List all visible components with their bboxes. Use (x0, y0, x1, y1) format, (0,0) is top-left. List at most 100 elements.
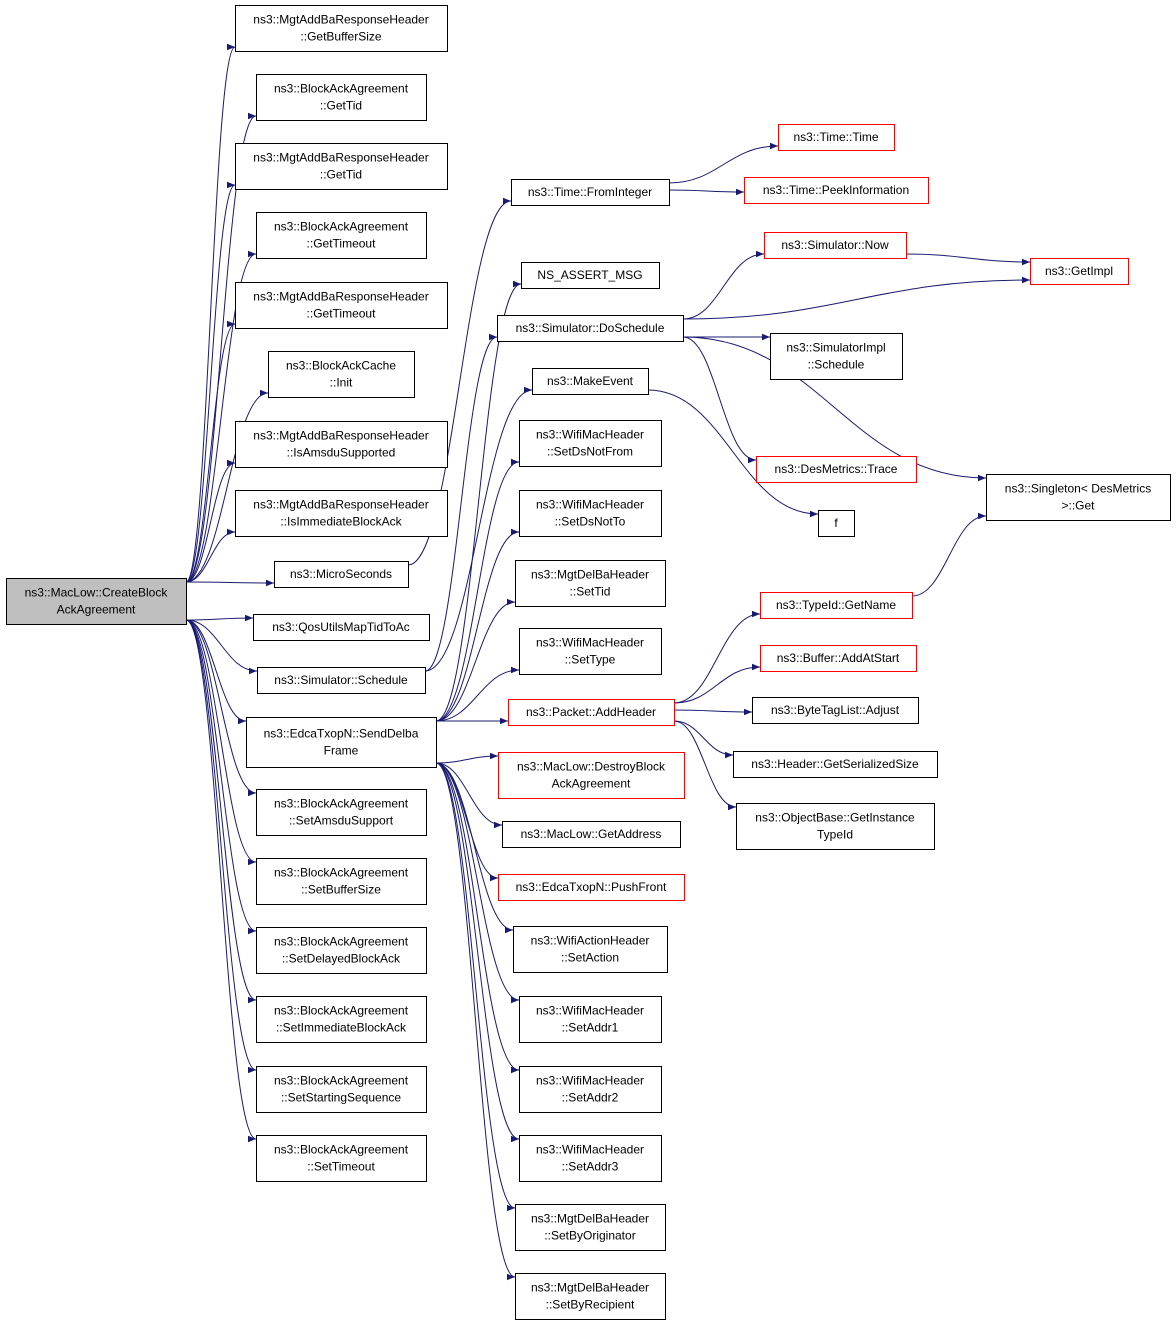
node-label: ns3::MgtDelBaHeader (531, 568, 649, 582)
node-ns3-wifimacheader-setaddr1[interactable]: ns3::WifiMacHeader::SetAddr1 (519, 996, 662, 1043)
node-ns-assert-msg[interactable]: NS_ASSERT_MSG (521, 262, 660, 289)
node-ns3-maclow-getaddress[interactable]: ns3::MacLow::GetAddress (502, 821, 681, 848)
node-label: ns3::MakeEvent (547, 374, 634, 388)
node-ns3-desmetrics-trace[interactable]: ns3::DesMetrics::Trace (756, 456, 917, 483)
edge-n0-to-n1 (185, 43, 236, 583)
edge-n0-to-n5 (185, 320, 236, 583)
node-ns3-mgtaddbaresponseheader-gettimeout[interactable]: ns3::MgtAddBaResponseHeader::GetTimeout (235, 282, 448, 329)
node-ns3-wifiactionheader-setaction[interactable]: ns3::WifiActionHeader::SetAction (513, 926, 668, 973)
node-ns3-blockackagreement-gettid[interactable]: ns3::BlockAckAgreement::GetTid (256, 74, 427, 121)
node-label: ns3::Time::PeekInformation (763, 183, 909, 197)
node-label: ns3::Singleton< DesMetrics (1005, 482, 1151, 496)
node-ns3-header-getserializedsize[interactable]: ns3::Header::GetSerializedSize (733, 751, 938, 778)
node-label: ::SetStartingSequence (281, 1091, 401, 1105)
node-ns3-makeevent[interactable]: ns3::MakeEvent (532, 368, 649, 395)
node-ns3-qosutilsmaptidtoac[interactable]: ns3::QosUtilsMapTidToAc (253, 614, 430, 641)
node-ns3-microseconds[interactable]: ns3::MicroSeconds (274, 561, 409, 588)
edge-n0-to-n17 (185, 619, 257, 1074)
node-label: ns3::WifiMacHeader (536, 498, 644, 512)
node-box (511, 179, 670, 206)
edge-n12-to-n36 (435, 762, 516, 1281)
node-box (497, 315, 684, 342)
node-ns3-simulator-now[interactable]: ns3::Simulator::Now (764, 232, 907, 259)
node-box (778, 124, 895, 151)
node-label: ns3::EdcaTxopN::PushFront (516, 880, 667, 894)
edge-n11-to-n22 (424, 386, 533, 672)
node-ns3-blockackagreement-setdelayedblockack[interactable]: ns3::BlockAckAgreement::SetDelayedBlockA… (256, 927, 427, 974)
node-ns3-mgtdelbaheader-setbyrecipient[interactable]: ns3::MgtDelBaHeader::SetByRecipient (515, 1273, 666, 1320)
edge-n21-to-n39 (682, 250, 765, 320)
node-ns3-blockackagreement-gettimeout[interactable]: ns3::BlockAckAgreement::GetTimeout (256, 212, 427, 259)
node-ns3-getimpl[interactable]: ns3::GetImpl (1030, 258, 1129, 285)
node-label: ns3::BlockAckAgreement (274, 1004, 409, 1018)
node-box (513, 926, 668, 973)
node-ns3-wifimacheader-setaddr2[interactable]: ns3::WifiMacHeader::SetAddr2 (519, 1066, 662, 1113)
node-ns3-wifimacheader-settype[interactable]: ns3::WifiMacHeader::SetType (519, 628, 662, 675)
node-label: ::SetDsNotTo (555, 515, 626, 529)
node-ns3-bytetaglist-adjust[interactable]: ns3::ByteTagList::Adjust (752, 697, 919, 724)
node-ns3-blockackagreement-setimmediateblockack[interactable]: ns3::BlockAckAgreement::SetImmediateBloc… (256, 996, 427, 1043)
node-label: f (834, 516, 838, 530)
node-label: ns3::MacLow::GetAddress (521, 827, 662, 841)
edge-n27-to-n47 (673, 708, 753, 716)
edge-n12-to-n25 (435, 598, 516, 722)
node-ns3-simulator-doschedule[interactable]: ns3::Simulator::DoSchedule (497, 315, 684, 342)
node-ns3-mgtdelbaheader-setbyoriginator[interactable]: ns3::MgtDelBaHeader::SetByOriginator (515, 1204, 666, 1251)
node-box (519, 420, 662, 467)
edge-n0-to-n10 (185, 614, 254, 622)
node-ns3-time-frominteger[interactable]: ns3::Time::FromInteger (511, 179, 670, 206)
node-label: ::SetByRecipient (546, 1298, 635, 1312)
node-ns3-wifimacheader-setaddr3[interactable]: ns3::WifiMacHeader::SetAddr3 (519, 1135, 662, 1182)
edge-n11-to-n21 (424, 333, 498, 672)
node-ns3-singleton-desmetrics-get[interactable]: ns3::Singleton< DesMetrics>::Get (986, 474, 1171, 521)
node-ns3-typeid-getname[interactable]: ns3::TypeId::GetName (760, 592, 913, 619)
node-ns3-edcatxopn-pushfront[interactable]: ns3::EdcaTxopN::PushFront (498, 874, 685, 901)
node-ns3-mgtaddbaresponseheader-isamsdusupported[interactable]: ns3::MgtAddBaResponseHeader::IsAmsduSupp… (235, 421, 448, 468)
node-box (760, 645, 917, 672)
edge-n27-to-n45 (673, 610, 761, 704)
node-ns3-blockackagreement-setamsdusupport[interactable]: ns3::BlockAckAgreement::SetAmsduSupport (256, 789, 427, 836)
node-ns3-mgtaddbaresponseheader-gettid[interactable]: ns3::MgtAddBaResponseHeader::GetTid (235, 143, 448, 190)
node-label: ns3::MgtAddBaResponseHeader (253, 290, 428, 304)
edge-n0-to-n2 (185, 112, 257, 583)
node-ns3-mgtaddbaresponseheader-getbuffersize[interactable]: ns3::MgtAddBaResponseHeader::GetBufferSi… (235, 5, 448, 52)
edge-n39-to-n43 (905, 253, 1031, 266)
node-ns3-simulatorimpl-schedule[interactable]: ns3::SimulatorImpl::Schedule (770, 333, 903, 380)
node-ns3-packet-addheader[interactable]: ns3::Packet::AddHeader (508, 699, 675, 726)
node-ns3-mgtdelbaheader-settid[interactable]: ns3::MgtDelBaHeader::SetTid (515, 560, 666, 607)
node-box (256, 212, 427, 259)
node-ns3-blockackagreement-settimeout[interactable]: ns3::BlockAckAgreement::SetTimeout (256, 1135, 427, 1182)
node-label: ns3::MacLow::DestroyBlock (517, 760, 666, 774)
node-ns3-buffer-addatstart[interactable]: ns3::Buffer::AddAtStart (760, 645, 917, 672)
node-ns3-blockackagreement-setbuffersize[interactable]: ns3::BlockAckAgreement::SetBufferSize (256, 858, 427, 905)
edge-n0-to-n3 (185, 181, 236, 583)
node-ns3-wifimacheader-setdsnotto[interactable]: ns3::WifiMacHeader::SetDsNotTo (519, 490, 662, 537)
edge-n9-to-n19 (407, 197, 512, 566)
node-label: ns3::MacLow::CreateBlock (25, 586, 169, 600)
node-box (770, 333, 903, 380)
node-label: ::GetTimeout (307, 307, 377, 321)
node-box (508, 699, 675, 726)
node-label: ::IsImmediateBlockAck (280, 515, 402, 529)
node-ns3-mgtaddbaresponseheader-isimmediateblockack[interactable]: ns3::MgtAddBaResponseHeader::IsImmediate… (235, 490, 448, 537)
node-label: ns3::WifiMacHeader (536, 1143, 644, 1157)
node-label: ns3::QosUtilsMapTidToAc (272, 620, 410, 634)
node-ns3-blockackagreement-setstartingsequence[interactable]: ns3::BlockAckAgreement::SetStartingSeque… (256, 1066, 427, 1113)
node-box (744, 177, 929, 204)
node-f[interactable]: f (818, 510, 855, 537)
node-box (235, 5, 448, 52)
edge-n0-to-n9 (185, 579, 275, 587)
node-ns3-wifimacheader-setdsnotfrom[interactable]: ns3::WifiMacHeader::SetDsNotFrom (519, 420, 662, 467)
node-label: ns3::BlockAckAgreement (274, 82, 409, 96)
node-ns3-time-peekinformation[interactable]: ns3::Time::PeekInformation (744, 177, 929, 204)
node-ns3-simulator-schedule[interactable]: ns3::Simulator::Schedule (257, 667, 426, 694)
node-ns3-blockackcache-init[interactable]: ns3::BlockAckCache::Init (268, 351, 415, 398)
node-label: ns3::TypeId::GetName (776, 598, 896, 612)
node-ns3-time-time[interactable]: ns3::Time::Time (778, 124, 895, 151)
node-box (235, 143, 448, 190)
